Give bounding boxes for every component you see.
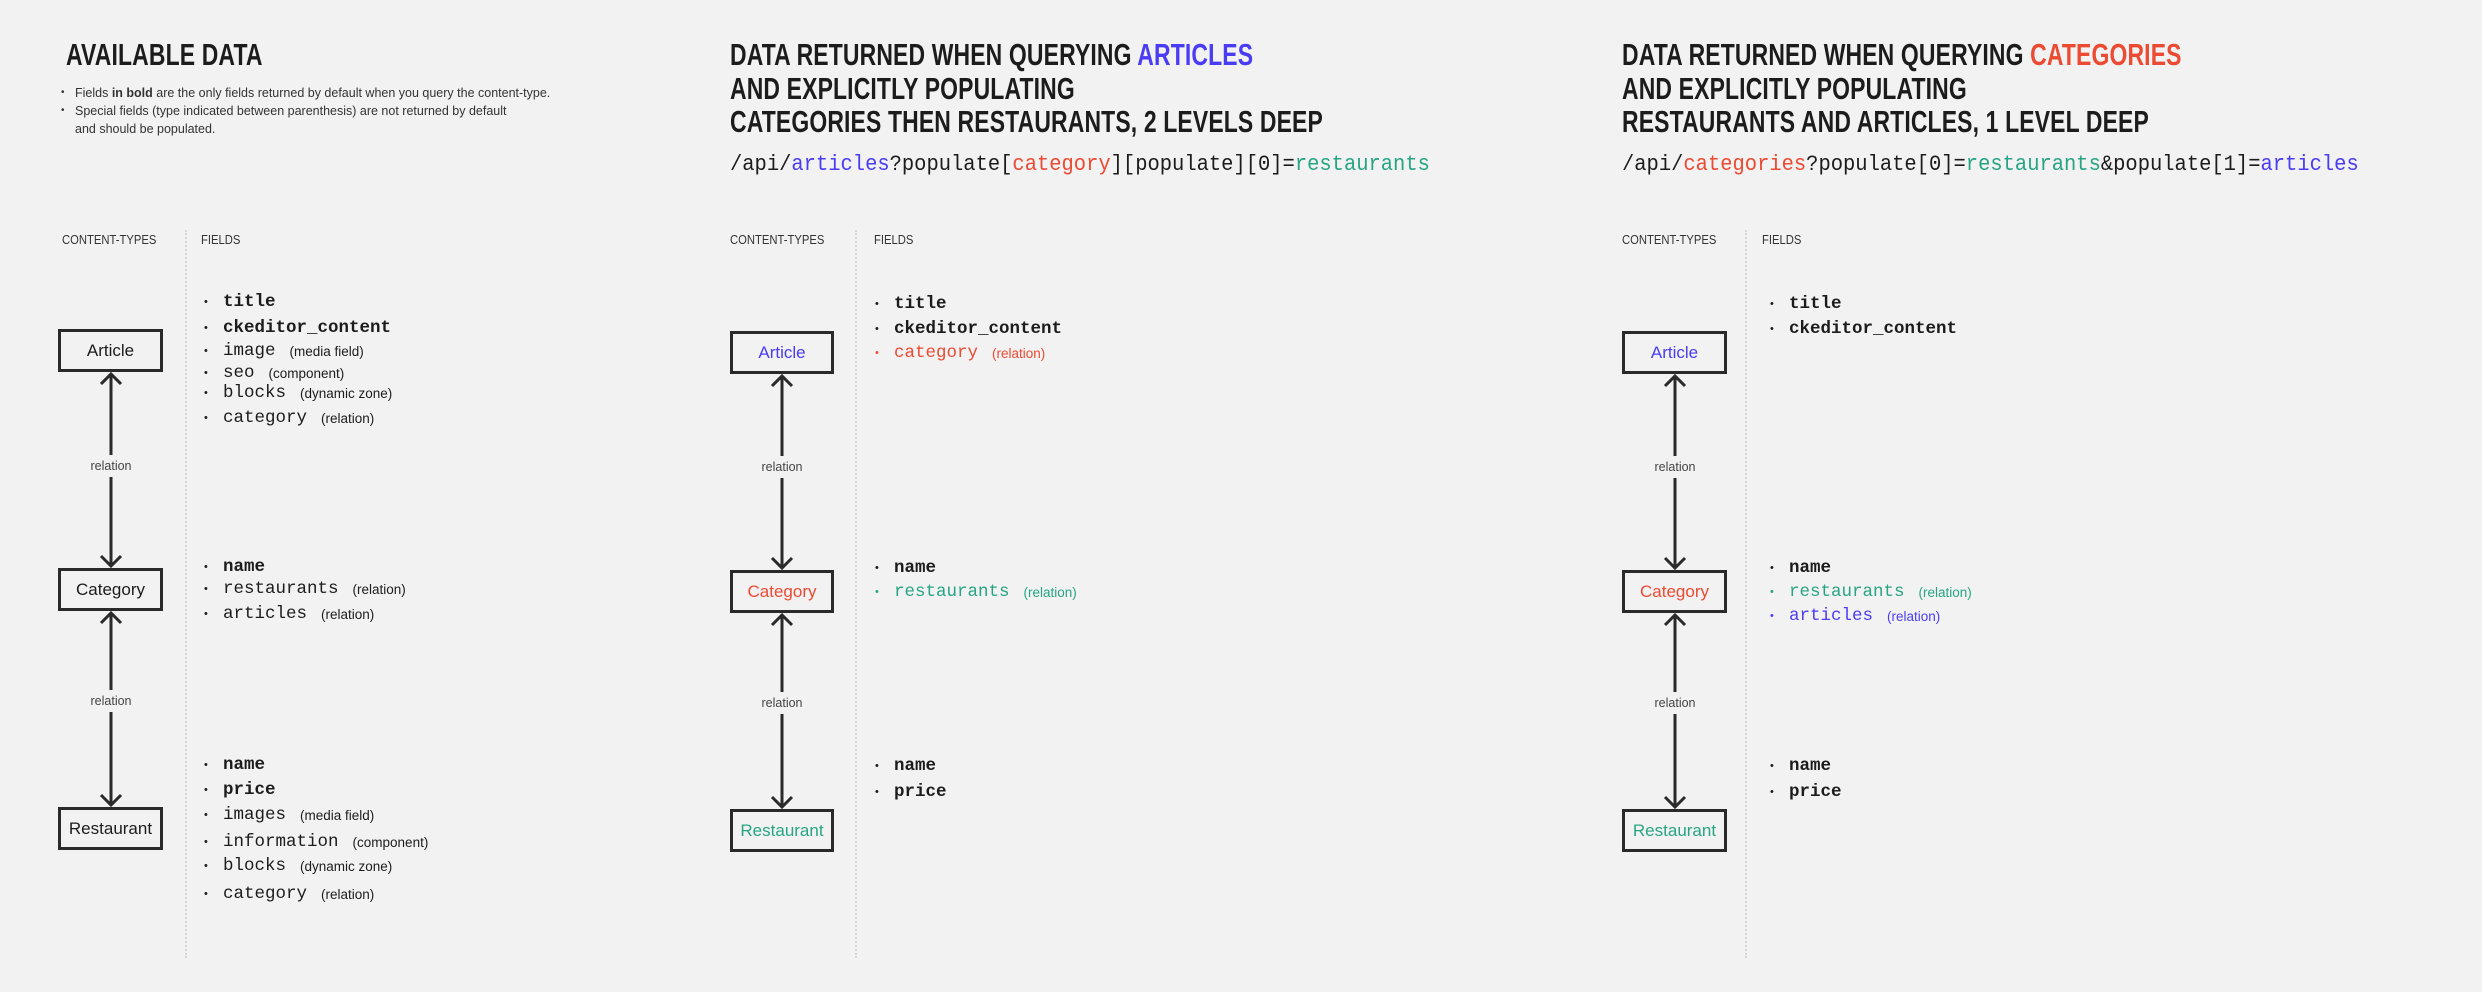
field-item: •ckeditor_content — [204, 318, 392, 338]
field-item: •articles(relation) — [204, 604, 375, 624]
content-type-restaurant: Restaurant — [58, 807, 163, 850]
column-divider — [855, 230, 857, 958]
relation-label: relation — [761, 456, 803, 478]
content-type-restaurant: Restaurant — [730, 809, 834, 852]
content-types-header: CONTENT-TYPES — [62, 233, 157, 247]
field-item: •image(media field) — [204, 341, 364, 361]
relation-label: relation — [1654, 456, 1696, 478]
field-item: •category(relation) — [875, 343, 1046, 363]
content-types-header: CONTENT-TYPES — [730, 233, 825, 247]
note-item: Special fields (type indicated between p… — [61, 102, 550, 138]
field-item: •name — [1770, 558, 1832, 578]
fields-header: FIELDS — [874, 233, 914, 247]
field-item: •title — [875, 294, 947, 314]
content-type-article: Article — [1622, 331, 1727, 374]
panel-title: AVAILABLE DATA — [66, 37, 263, 72]
field-item: •ckeditor_content — [1770, 319, 1958, 339]
panel-title: DATA RETURNED WHEN QUERYING CATEGORIES A… — [1622, 37, 2182, 139]
column-divider — [185, 230, 187, 958]
field-item: •price — [875, 782, 947, 802]
field-item: •name — [875, 756, 937, 776]
content-type-article: Article — [58, 329, 163, 372]
field-item: •restaurants(relation) — [1770, 582, 1972, 602]
content-types-header: CONTENT-TYPES — [1622, 233, 1717, 247]
field-item: •images(media field) — [204, 805, 375, 825]
content-type-category: Category — [58, 568, 163, 611]
content-type-category: Category — [1622, 570, 1727, 613]
field-item: •category(relation) — [204, 884, 375, 904]
field-item: •name — [204, 755, 266, 775]
panel-title: DATA RETURNED WHEN QUERYING ARTICLES AND… — [730, 37, 1323, 139]
notes: Fields in bold are the only fields retur… — [61, 84, 550, 138]
relation-label: relation — [1654, 692, 1696, 714]
relation-label: relation — [761, 692, 803, 714]
field-item: •restaurants(relation) — [875, 582, 1077, 602]
field-item: •title — [1770, 294, 1842, 314]
field-item: •name — [204, 557, 266, 577]
relation-label: relation — [90, 690, 132, 712]
field-item: •price — [1770, 782, 1842, 802]
fields-header: FIELDS — [1762, 233, 1802, 247]
field-item: •title — [204, 292, 276, 312]
content-type-category: Category — [730, 570, 834, 613]
field-item: •information(component) — [204, 832, 429, 852]
field-item: •blocks(dynamic zone) — [204, 383, 393, 403]
api-url: /api/articles?populate[category][populat… — [730, 152, 1430, 177]
field-item: •ckeditor_content — [875, 319, 1063, 339]
field-item: •blocks(dynamic zone) — [204, 856, 393, 876]
relation-label: relation — [90, 455, 132, 477]
field-item: •name — [1770, 756, 1832, 776]
field-item: •price — [204, 780, 276, 800]
field-item: •restaurants(relation) — [204, 579, 406, 599]
field-item: •articles(relation) — [1770, 606, 1941, 626]
content-type-restaurant: Restaurant — [1622, 809, 1727, 852]
fields-header: FIELDS — [201, 233, 241, 247]
api-url: /api/categories?populate[0]=restaurants&… — [1622, 152, 2359, 177]
field-item: •seo(component) — [204, 363, 345, 383]
content-type-article: Article — [730, 331, 834, 374]
field-item: •name — [875, 558, 937, 578]
note-item: Fields in bold are the only fields retur… — [61, 84, 550, 102]
field-item: •category(relation) — [204, 408, 375, 428]
column-divider — [1745, 230, 1747, 958]
